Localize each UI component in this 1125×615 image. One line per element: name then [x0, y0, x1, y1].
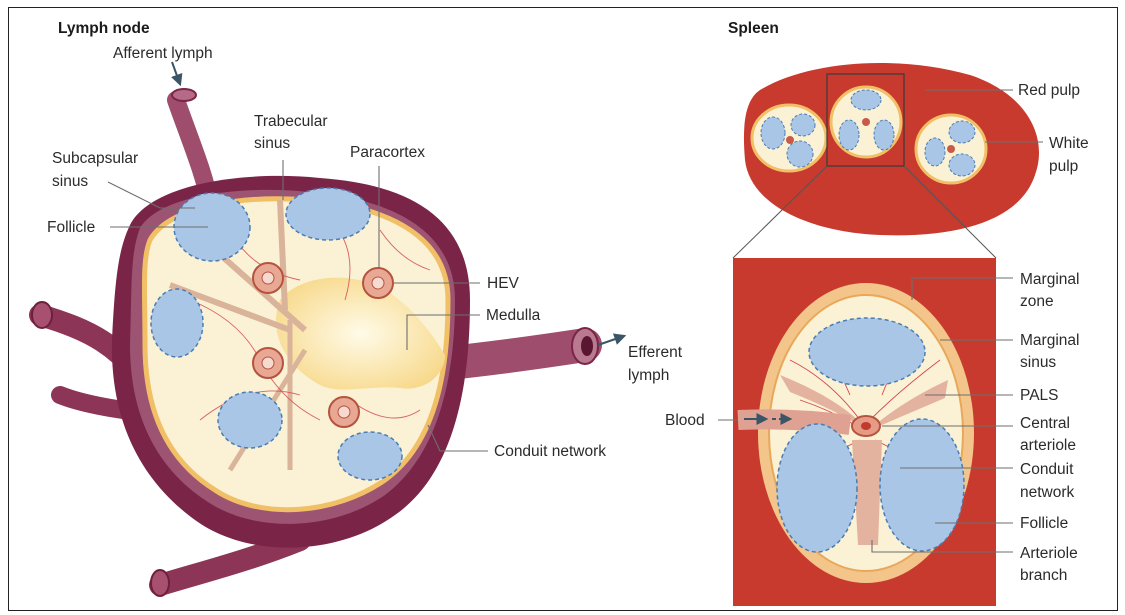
label-white-pulp-line1: White	[1049, 135, 1089, 152]
label-spleen-follicle: Follicle	[1020, 515, 1068, 532]
label-medulla: Medulla	[486, 307, 541, 324]
label-hev: HEV	[487, 275, 520, 292]
label-marginal-sinus-line2: sinus	[1020, 354, 1056, 371]
label-efferent-lymph-line2: lymph	[628, 367, 669, 384]
spleen-follicle-left	[777, 424, 857, 552]
spleen-follicle-right	[880, 419, 964, 551]
label-blood: Blood	[665, 412, 705, 429]
label-white-pulp-line2: pulp	[1049, 158, 1078, 175]
label-arteriole-branch-line2: branch	[1020, 567, 1067, 584]
label-conduit-network: Conduit network	[494, 443, 606, 460]
spleen-title: Spleen	[728, 20, 779, 37]
label-subcapsular-sinus-line2: sinus	[52, 173, 88, 190]
label-pals: PALS	[1020, 387, 1059, 404]
label-marginal-sinus-line1: Marginal	[1020, 332, 1079, 349]
label-conduit-network-line2: network	[1020, 484, 1075, 501]
label-efferent-lymph-line1: Efferent	[628, 344, 683, 361]
label-afferent-lymph: Afferent lymph	[113, 45, 213, 62]
label-red-pulp: Red pulp	[1018, 82, 1080, 99]
label-subcapsular-sinus-line1: Subcapsular	[52, 150, 138, 167]
spleen-follicle-top	[809, 318, 925, 386]
label-marginal-zone-line2: zone	[1020, 293, 1054, 310]
lymph-node-title: Lymph node	[58, 20, 150, 37]
label-trabecular-sinus-line1: Trabecular	[254, 113, 328, 130]
lymph-node-illustration	[32, 62, 624, 596]
label-central-arteriole-line1: Central	[1020, 415, 1070, 432]
label-marginal-zone-line1: Marginal	[1020, 271, 1079, 288]
label-follicle: Follicle	[47, 219, 95, 236]
spleen-zoom-panel	[733, 258, 996, 606]
label-paracortex: Paracortex	[350, 144, 425, 161]
label-conduit-network-line1: Conduit	[1020, 461, 1074, 478]
label-arteriole-branch-line1: Arteriole	[1020, 545, 1078, 562]
arrow-icon	[172, 62, 180, 84]
label-trabecular-sinus-line2: sinus	[254, 135, 290, 152]
spleen-illustration	[733, 63, 1039, 258]
label-central-arteriole-line2: arteriole	[1020, 437, 1076, 454]
arrow-icon	[598, 336, 624, 345]
blood-vessel	[738, 419, 850, 425]
